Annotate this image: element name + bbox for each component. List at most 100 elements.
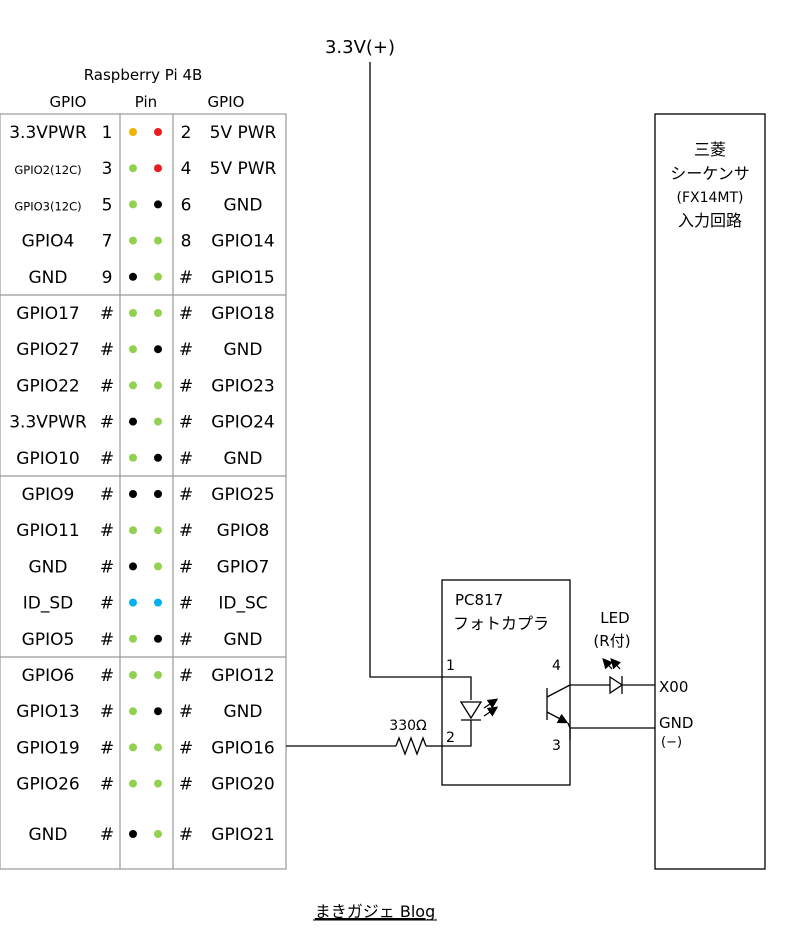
pin-dot-even [154, 490, 162, 498]
pin-left-number: # [100, 304, 114, 324]
pin-dot-even [154, 598, 162, 607]
resistor-symbol [395, 736, 427, 756]
pin-left-label: GPIO3(12C) [14, 199, 81, 213]
pin-left-number: # [100, 775, 114, 795]
pin-dot-even [154, 453, 162, 462]
pin-dot-even [154, 634, 162, 643]
pin-right-number: # [179, 340, 193, 360]
pin-right-label: GND [224, 630, 263, 650]
coupler-pin1: 1 [446, 658, 455, 674]
pin-right-number: 2 [181, 123, 192, 143]
pin-left-label: GPIO4 [22, 232, 75, 252]
pin-dot-odd [129, 743, 137, 752]
pin-dot-odd [129, 236, 137, 245]
pin-left-label: GPIO26 [16, 775, 79, 795]
pin-right-label: GPIO18 [211, 304, 274, 324]
pin-left-number: 7 [102, 232, 113, 252]
pin-dot-even [154, 707, 162, 716]
coupler-pin3: 3 [552, 738, 561, 754]
photocoupler-box [441, 579, 571, 786]
pin-dot-even [154, 128, 162, 136]
pin-right-number: 8 [181, 232, 192, 252]
pin-right-label: GPIO12 [211, 666, 274, 686]
pin-dot-odd [129, 490, 137, 498]
pin-dot-even [154, 381, 162, 390]
pin-left-label: GND [29, 557, 68, 577]
plc-box [654, 113, 766, 870]
plc-line2: シーケンサ [670, 164, 750, 183]
pin-left-label: GPIO17 [16, 304, 79, 324]
coupler-type: フォトカプラ [453, 614, 549, 633]
led-sublabel: (R付) [593, 632, 630, 650]
pin-dot-odd [129, 526, 137, 535]
pin-row: GPIO22##GPIO23 [16, 376, 274, 396]
pin-left-number: 3 [102, 159, 113, 179]
pin-left-number: # [100, 449, 114, 469]
pin-left-label: 3.3VPWR [9, 413, 87, 433]
pin-row: GPIO11##GPIO8 [16, 521, 269, 541]
col-header-left: GPIO [50, 93, 87, 111]
pin-row: GND##GPIO21 [29, 825, 275, 845]
pin-row: GPIO9##GPIO25 [22, 485, 275, 505]
pin-right-label: GPIO21 [211, 825, 274, 845]
pin-dot-even [154, 164, 162, 173]
pin-dot-even [154, 779, 162, 788]
pin-left-number: # [100, 557, 114, 577]
pin-right-number: # [179, 666, 193, 686]
footer-blog-link[interactable]: まきガジェ Blog [315, 902, 435, 921]
pin-dot-odd [129, 707, 137, 716]
resistor-label: 330Ω [389, 718, 427, 734]
pin-right-label: GPIO8 [217, 521, 270, 541]
coupler-pin2: 2 [446, 730, 455, 746]
pin-dot-even [154, 417, 162, 426]
pin-right-label: GPIO14 [211, 232, 274, 252]
pin-right-label: GND [224, 340, 263, 360]
pin-left-number: # [100, 376, 114, 396]
pin-dot-even [154, 309, 162, 317]
pin-left-label: GPIO5 [22, 630, 75, 650]
board-title: Raspberry Pi 4B [84, 66, 203, 84]
pin-left-number: 9 [102, 268, 113, 288]
pin-dot-even [154, 272, 162, 281]
pin-dot-even [154, 562, 162, 571]
pin-right-number: # [179, 738, 193, 758]
col-header-pin: Pin [135, 93, 157, 111]
pin-right-number: # [179, 775, 193, 795]
pin-dot-odd [129, 164, 137, 173]
pin-right-label: 5V PWR [210, 123, 277, 143]
pin-left-number: # [100, 340, 114, 360]
pin-left-number: # [100, 413, 114, 433]
x00-label: X00 [659, 678, 688, 696]
pin-right-number: 4 [181, 159, 192, 179]
pin-dot-odd [129, 381, 137, 390]
pin-row: GPIO5##GND [22, 630, 263, 650]
pin-dot-odd [129, 200, 137, 209]
pin-left-label: GPIO19 [16, 738, 79, 758]
pin-row: 3.3VPWR # # GPIO24 [9, 413, 275, 433]
pin-dot-even [154, 200, 162, 209]
coupler-led-diode-icon [442, 676, 499, 747]
pin-left-label: GPIO6 [22, 666, 75, 686]
pin-dot-odd [129, 453, 137, 462]
plc-line4: 入力回路 [678, 211, 742, 230]
led-label: LED [600, 609, 629, 627]
pin-row: GPIO10##GND [16, 449, 262, 469]
pin-right-number: # [179, 594, 193, 614]
pin-right-number: # [179, 413, 193, 433]
pin-dot-odd [129, 272, 137, 281]
supply-label: 3.3V(+) [325, 37, 395, 58]
pin-dot-even [154, 345, 162, 354]
pin-dot-even [154, 743, 162, 752]
pin-right-label: GPIO24 [211, 413, 274, 433]
pin-row: GPIO27 # # GND [16, 340, 262, 360]
pin-right-number: # [179, 557, 193, 577]
pin-right-number: # [179, 630, 193, 650]
pin-right-label: GPIO23 [211, 376, 274, 396]
pin-right-label: GPIO15 [211, 268, 274, 288]
pin-dot-even [154, 671, 162, 679]
pin-left-label: GPIO27 [16, 340, 79, 360]
